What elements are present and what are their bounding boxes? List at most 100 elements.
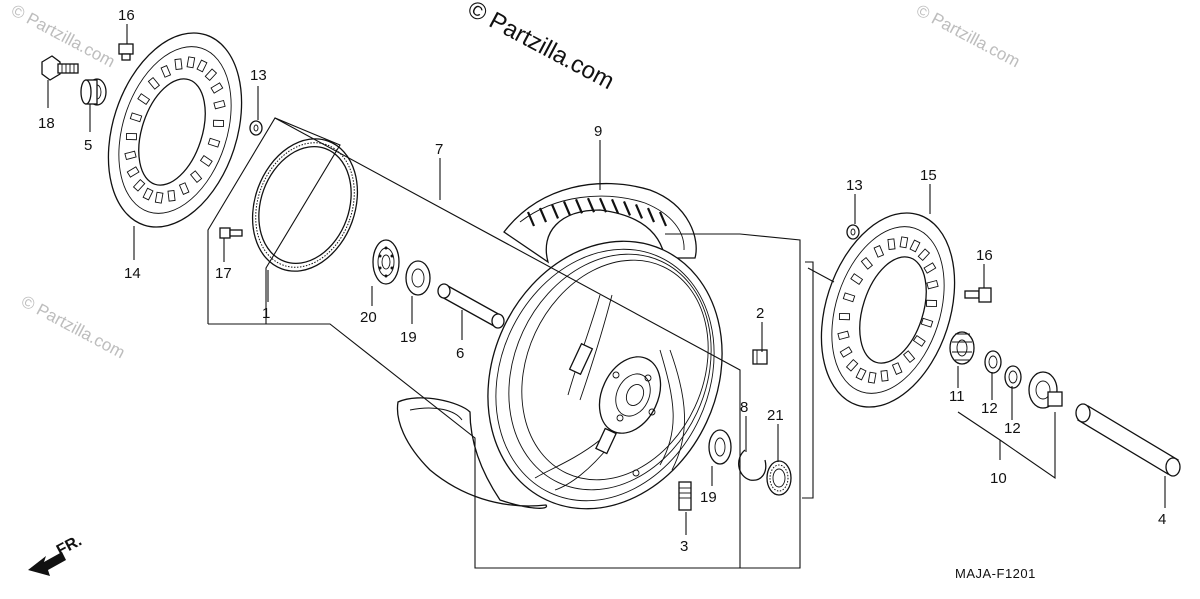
disc-vent-slot [839,346,853,358]
disc-vent-slot [142,187,154,201]
tire-tread-groove [610,198,620,214]
disc-vent-slot [160,65,172,78]
left-brake-disc[interactable] [85,16,265,245]
side-collar-11[interactable] [949,331,975,365]
tire-tread-groove [622,200,632,216]
callout-13-right: 13 [846,177,863,194]
callout-21: 21 [767,407,784,424]
collar-5[interactable] [80,78,107,106]
callout-17: 17 [215,265,232,282]
ring-gear-1[interactable] [235,124,375,286]
rear-wheel-7[interactable] [445,203,765,548]
callout-4: 4 [1158,511,1166,528]
disc-vent-slot [926,279,939,290]
tire-tread-groove [586,197,596,213]
disc-vent-slot [899,236,909,249]
disc-vent-slot [891,362,903,375]
callout-16-left: 16 [118,7,135,24]
tire-tread-groove [538,207,548,223]
disc-vent-slot [850,273,864,286]
disc-vent-slot [207,137,221,148]
bolt-16-left[interactable] [118,43,134,61]
callout-7: 7 [435,141,443,158]
watermark-faint-top-right: © Partzilla.com [913,1,1023,72]
circlip-8[interactable] [738,449,767,481]
disc-vent-slot [873,245,885,258]
callout-9: 9 [594,123,602,140]
disc-vent-slot [129,112,143,123]
disc-vent-slot [210,82,224,94]
watermark-main: © Partzilla.com [463,0,618,95]
bolt-18[interactable] [41,55,79,81]
leader-lines [47,24,1166,569]
callout-10: 10 [990,470,1007,487]
disc-vent-slot [855,367,867,381]
callout-15: 15 [920,167,937,184]
axle-4[interactable] [1075,403,1181,477]
distance-collar-6[interactable] [437,283,505,329]
washer-13-left[interactable] [249,120,263,136]
callout-14: 14 [124,265,141,282]
bearing-20[interactable] [372,239,400,285]
seal-12-b[interactable] [1004,365,1022,389]
bearing-21[interactable] [766,460,792,496]
disc-vent-slot [199,154,213,167]
disc-vent-slot [196,59,208,73]
axle-collar-housing[interactable] [1028,371,1063,409]
callout-16-right: 16 [976,247,993,264]
disc-vent-slot [860,256,874,270]
disc-vent-slot [842,292,856,303]
disc-vent-slot [887,238,896,250]
disc-vent-slot [132,178,146,192]
disc-vent-slot [189,170,203,184]
diagram-code: MAJA-F1201 [955,566,1036,581]
watermark-faint-mid-left: © Partzilla.com [18,292,128,363]
tire-tread-groove [658,211,668,227]
callout-20: 20 [360,309,377,326]
callout-19-right: 19 [700,489,717,506]
bolt-17[interactable] [219,227,243,239]
callout-1: 1 [262,305,270,322]
disc-vent-slot [923,262,937,274]
disc-vent-slot [880,370,889,382]
disc-vent-slot [204,68,218,82]
disc-vent-slot [137,93,151,106]
bolt-16-right[interactable] [964,287,992,303]
disc-vent-slot [837,330,850,341]
clip-2[interactable] [752,349,768,365]
disc-vent-slot [154,191,164,204]
disc-vent-slot [212,119,225,128]
dust-seal-19-left[interactable] [405,260,431,296]
callout-8: 8 [740,399,748,416]
disc-vent-slot [125,132,138,141]
tire-9[interactable] [503,182,697,264]
disc-vent-slot [838,312,851,321]
callout-3: 3 [680,538,688,555]
tire-tread-groove [634,203,644,219]
tire-tread-groove [562,200,572,216]
callout-6: 6 [456,345,464,362]
dust-seal-19-right[interactable] [708,429,732,465]
disc-vent-slot [126,166,140,178]
right-brake-disc[interactable] [798,196,978,425]
tire-tread-groove [526,211,536,227]
washer-13-right[interactable] [846,224,860,240]
seal-12-a[interactable] [984,350,1002,374]
rim-band[interactable] [396,397,548,509]
valve-3[interactable] [678,481,692,511]
disc-vent-slot [909,239,921,253]
disc-vent-slot [867,371,877,384]
disc-vent-slot [925,299,938,308]
disc-vent-slot [186,56,196,69]
callout-13-left: 13 [250,67,267,84]
disc-vent-slot [213,99,226,110]
disc-vent-slot [174,58,183,70]
disc-vent-slot [917,248,931,262]
callout-19-left: 19 [400,329,417,346]
disc-vent-slot [920,317,934,328]
disc-vent-slot [167,190,176,202]
front-direction-arrow: FR. [28,532,85,576]
disc-vent-slot [912,334,926,347]
callout-12-a: 12 [981,400,998,417]
